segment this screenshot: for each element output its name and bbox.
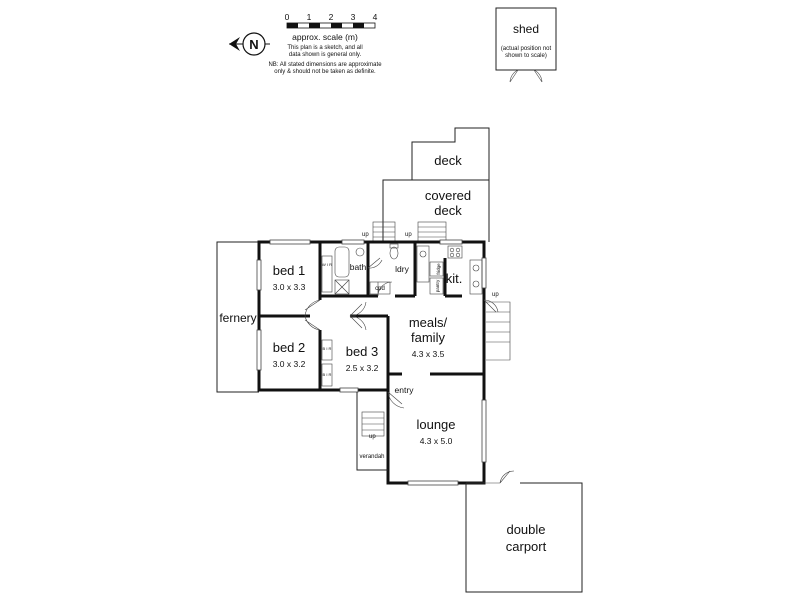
wir-label: W I R xyxy=(322,262,332,267)
bed2-label: bed 2 xyxy=(273,340,306,355)
fernery: fernery xyxy=(216,241,259,393)
shed-note-2: shown to scale) xyxy=(505,53,547,59)
double-carport: double carport xyxy=(465,482,583,593)
pantry-label: pantry xyxy=(435,279,440,292)
deck-steps-right: up xyxy=(405,221,447,243)
up-label-4: up xyxy=(369,434,376,440)
laundry-fixtures: ldry xyxy=(389,243,430,283)
meals-label-1: meals/ xyxy=(409,315,448,330)
scale-note-1: This plan is a sketch, and all xyxy=(287,45,362,51)
house-walls xyxy=(257,240,486,485)
up-label-2: up xyxy=(405,232,412,238)
scale-note-2: data shown is general only. xyxy=(289,52,362,58)
bed3-label: bed 3 xyxy=(346,344,379,359)
scale-note-4: only & should not be taken as definite. xyxy=(274,69,376,75)
covered-deck-label-2: deck xyxy=(434,203,462,218)
meals-label-2: family xyxy=(411,330,445,345)
scale-label: approx. scale (m) xyxy=(292,32,358,42)
windows xyxy=(256,239,487,486)
carport-label-2: carport xyxy=(506,539,547,554)
deck-label: deck xyxy=(434,153,462,168)
cpd-label: cpd xyxy=(375,286,385,292)
verandah-label: verandah xyxy=(359,454,384,460)
bed1-label: bed 1 xyxy=(273,263,306,278)
lounge-label: lounge xyxy=(416,417,455,432)
scale-tick-1: 1 xyxy=(307,12,312,22)
bathroom-fixtures: bath cpd xyxy=(334,246,391,295)
carport-label-1: double xyxy=(506,522,545,537)
bir-label-2: B I R xyxy=(323,372,332,377)
up-label-1: up xyxy=(362,232,369,238)
shed: shed (actual position not shown to scale… xyxy=(495,7,557,83)
scale-tick-0: 0 xyxy=(285,12,290,22)
meals-dim: 4.3 x 3.5 xyxy=(412,349,445,359)
bed2-dim: 3.0 x 3.2 xyxy=(273,359,306,369)
bath-label: bath xyxy=(350,262,367,272)
kitchen-fixtures: fridge pantry kit. xyxy=(429,245,483,295)
kitchen-label: kit. xyxy=(446,271,463,286)
bed1-dim: 3.0 x 3.3 xyxy=(273,282,306,292)
up-label-3: up xyxy=(492,292,499,298)
verandah: up verandah xyxy=(356,392,388,471)
ldry-label: ldry xyxy=(395,264,409,274)
scale-tick-4: 4 xyxy=(373,12,378,22)
lounge-dim: 4.3 x 5.0 xyxy=(420,436,453,446)
covered-deck-label-1: covered xyxy=(425,188,471,203)
deck-area: deck covered deck up up xyxy=(362,127,490,243)
scale-tick-3: 3 xyxy=(351,12,356,22)
fernery-label: fernery xyxy=(219,311,256,325)
deck-steps-left: up xyxy=(362,221,396,243)
scale-note-3: NB: All stated dimensions are approximat… xyxy=(268,62,382,68)
bir-label-1: B I R xyxy=(323,346,332,351)
shed-note-1: (actual position not xyxy=(501,46,552,52)
shed-label: shed xyxy=(513,22,539,36)
north-letter: N xyxy=(249,37,258,52)
fridge-label: fridge xyxy=(436,263,441,275)
scale-bar: 0 1 2 3 4 approx. scale (m) This plan is… xyxy=(268,12,382,75)
scale-tick-2: 2 xyxy=(329,12,334,22)
north-arrow-icon: N xyxy=(229,32,270,56)
entry-label: entry xyxy=(395,385,415,395)
bed3-dim: 2.5 x 3.2 xyxy=(346,363,379,373)
robes: W I R B I R B I R xyxy=(321,255,333,387)
side-steps: up xyxy=(486,292,511,361)
